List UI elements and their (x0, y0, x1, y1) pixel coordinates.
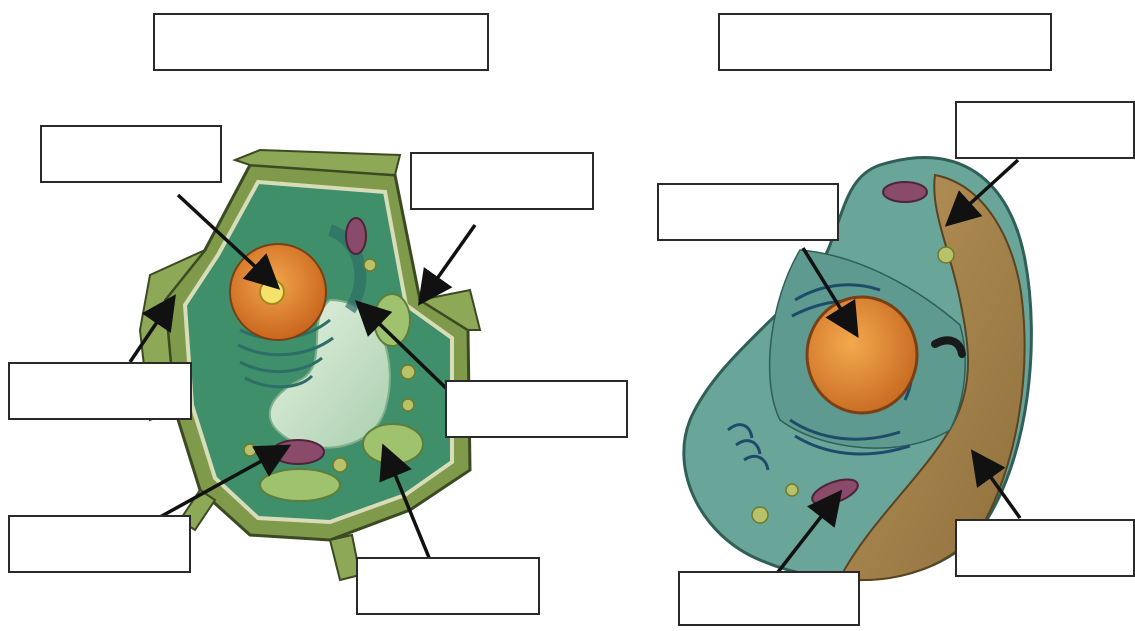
label-text-animal-cytoplasm (957, 521, 1133, 575)
label-text-plant-vacuole (447, 382, 626, 436)
title-box-left[interactable] (153, 13, 489, 71)
label-text-plant-mitochondrion (10, 517, 189, 571)
title-box-left-text (155, 15, 487, 69)
animal-nucleus (807, 297, 917, 413)
label-text-animal-membrane (957, 103, 1133, 157)
label-text-plant-wall (10, 364, 190, 418)
label-text-plant-nucleus (42, 127, 220, 181)
label-text-animal-mitochondrion (680, 573, 858, 624)
label-box-plant-nucleus[interactable] (40, 125, 222, 183)
label-box-plant-vacuole[interactable] (445, 380, 628, 438)
label-box-plant-membrane[interactable] (410, 152, 594, 210)
plant-mitochondrion-2 (346, 218, 366, 254)
label-box-plant-wall[interactable] (8, 362, 192, 420)
label-text-plant-chloroplast (358, 559, 538, 613)
label-box-plant-chloroplast[interactable] (356, 557, 540, 615)
label-text-plant-membrane (412, 154, 592, 208)
label-box-animal-cytoplasm[interactable] (955, 519, 1135, 577)
title-box-right-text (720, 15, 1050, 69)
label-box-animal-membrane[interactable] (955, 101, 1135, 159)
arrow-plant-membrane (422, 225, 475, 300)
label-box-plant-mitochondrion[interactable] (8, 515, 191, 573)
animal-mitochondrion-top (883, 182, 927, 202)
title-box-right[interactable] (718, 13, 1052, 71)
label-text-animal-nucleus (659, 185, 837, 239)
label-box-animal-mitochondrion[interactable] (678, 571, 860, 626)
label-box-animal-nucleus[interactable] (657, 183, 839, 241)
